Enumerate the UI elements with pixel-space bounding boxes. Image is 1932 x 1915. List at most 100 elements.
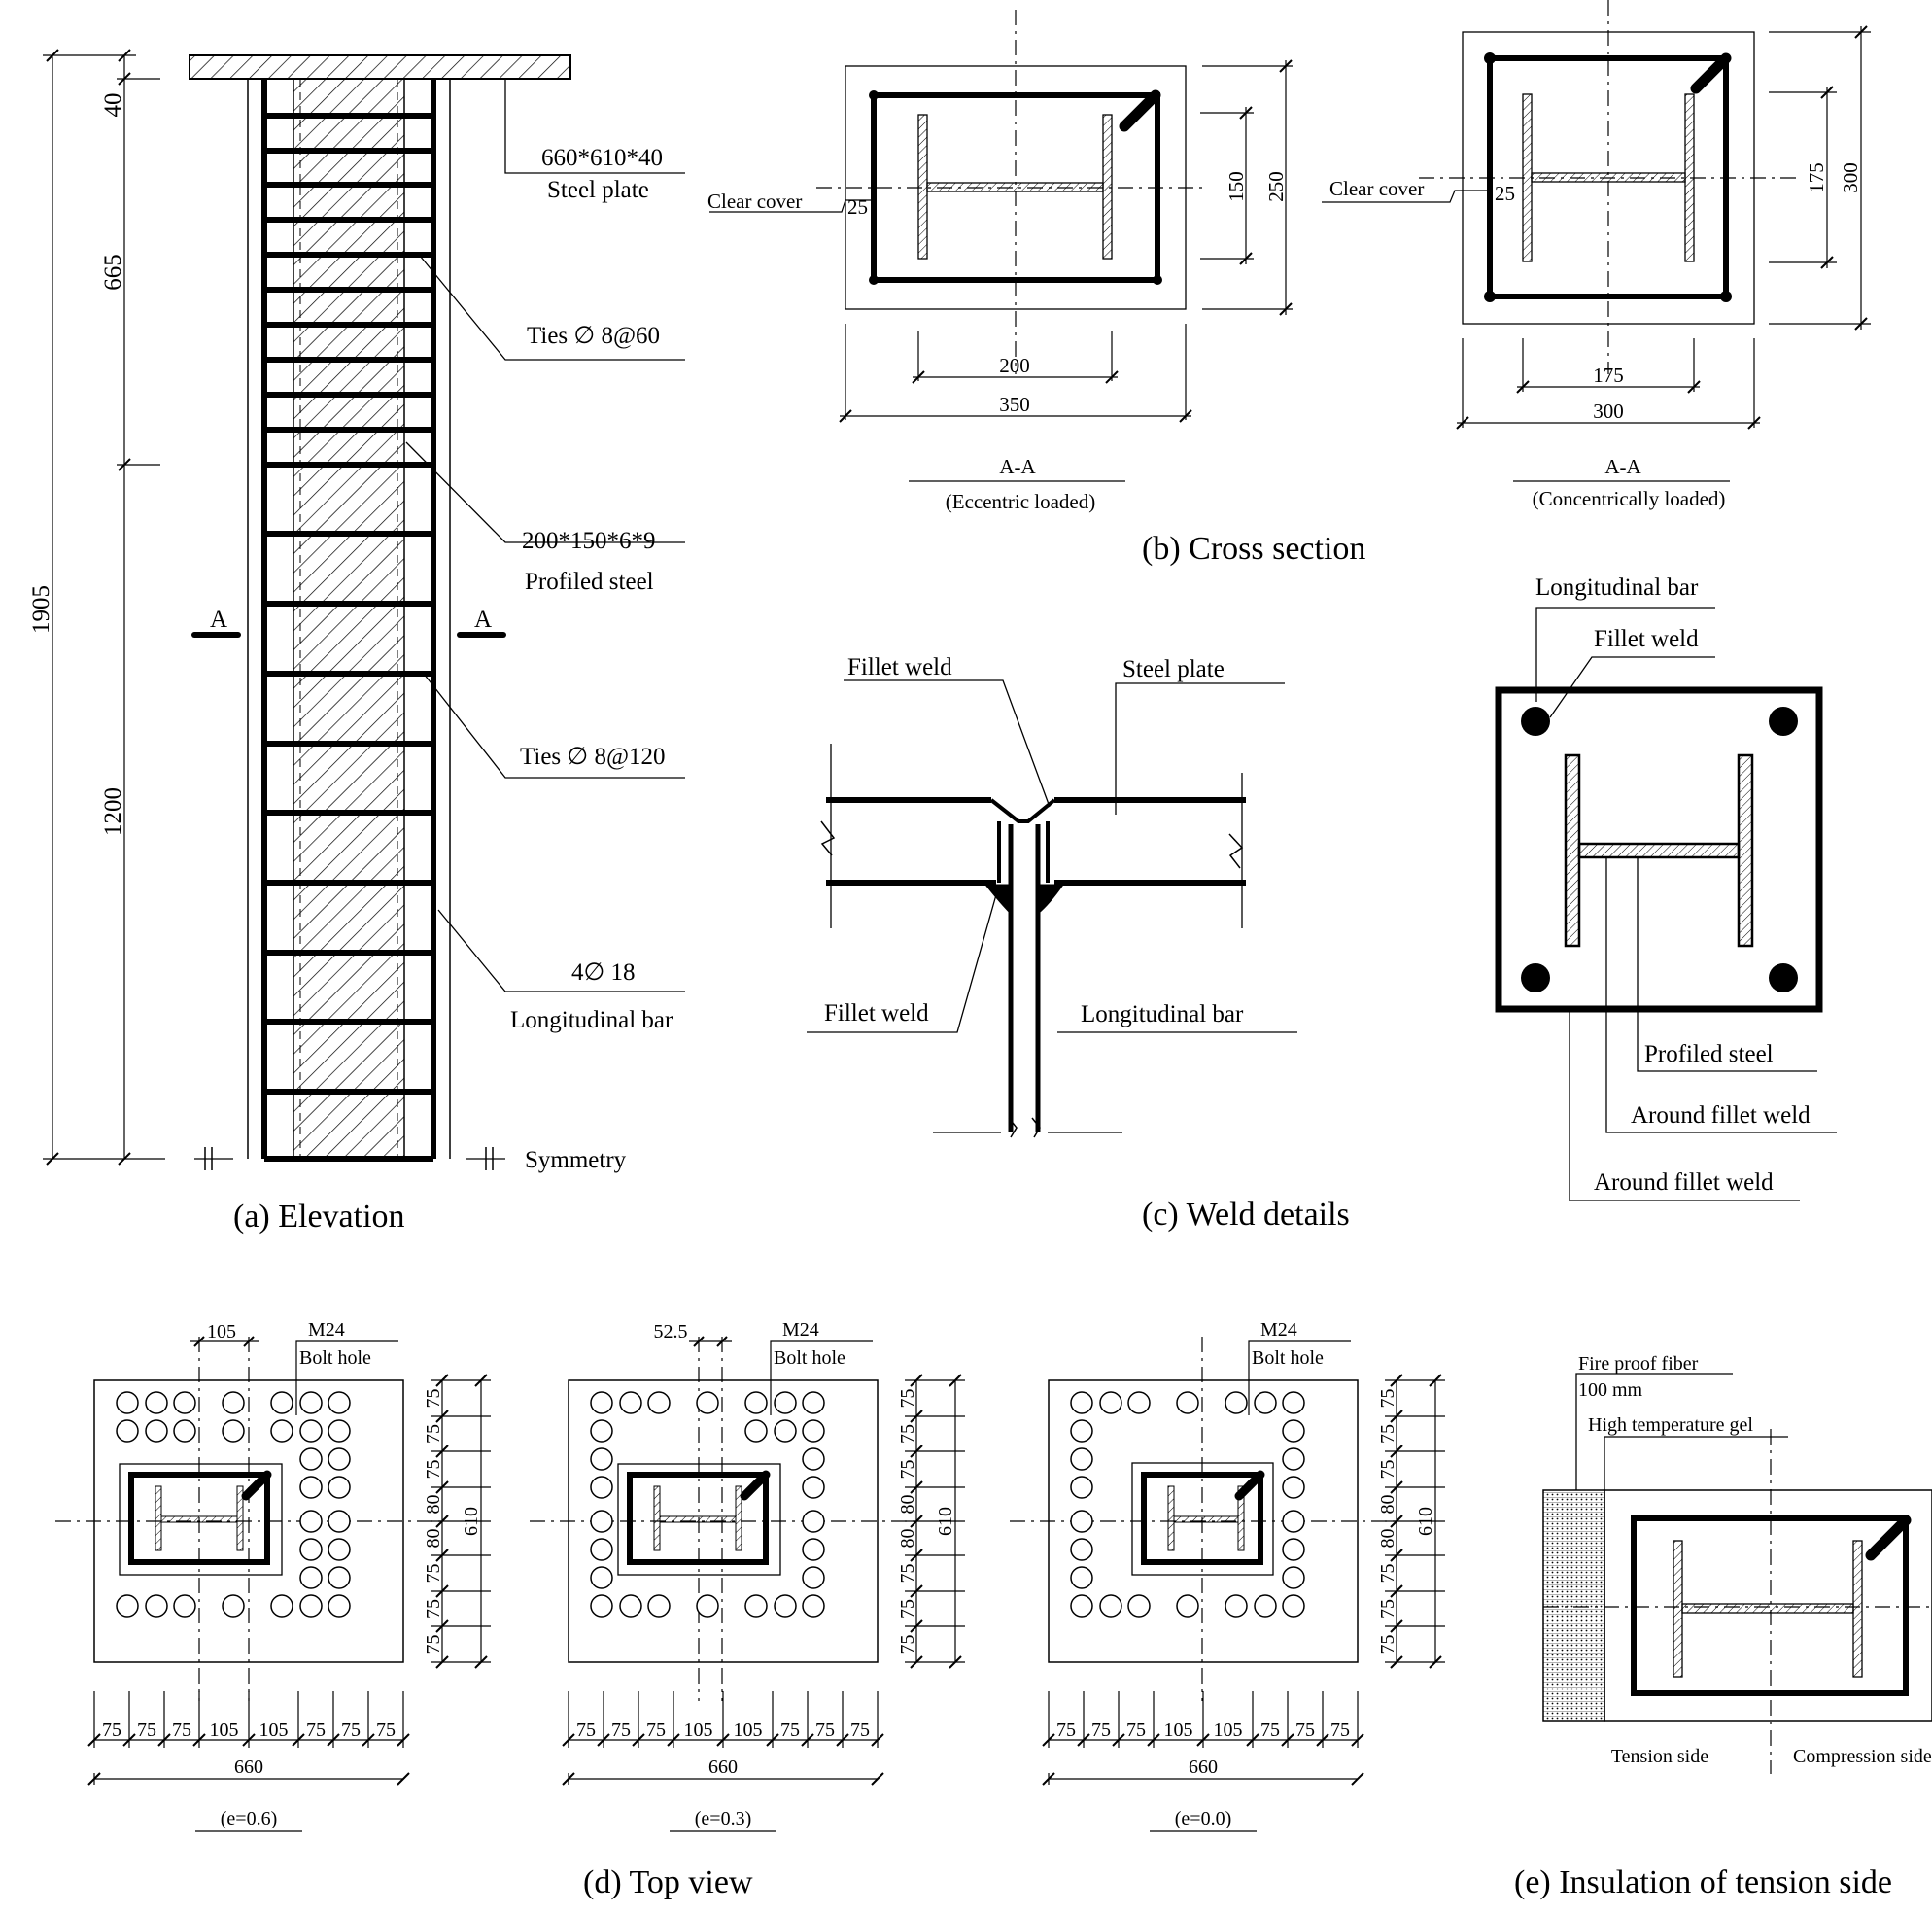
v-dim: 80 <box>423 1529 444 1549</box>
fillet-weld-bottom-label: Fillet weld <box>824 1000 929 1027</box>
bolt-hole <box>619 1594 642 1618</box>
v-dim: 75 <box>897 1460 918 1480</box>
bolt-hole <box>116 1391 139 1414</box>
gel-label: High temperature gel <box>1588 1414 1753 1436</box>
caption-insulation: (e) Insulation of tension side <box>1514 1864 1892 1900</box>
h-dim: 75 <box>102 1720 121 1741</box>
dim-350: 350 <box>999 393 1030 416</box>
bolt-hole <box>1099 1391 1122 1414</box>
elevation-panel: 1905 40 665 1200 A A Symmetry 660*610*40… <box>28 49 685 1235</box>
bolt-hole <box>1282 1594 1305 1618</box>
bolt-hole <box>328 1447 351 1471</box>
section-eccentric: 250 150 200 350 Clear cover 25 A-A (Ecce… <box>707 10 1293 513</box>
bolt-hole <box>222 1594 245 1618</box>
v-dim-total: 610 <box>461 1507 482 1536</box>
bolt-hole <box>116 1419 139 1443</box>
bolt-hole <box>1070 1510 1093 1533</box>
bar-welds <box>1521 707 1798 992</box>
bolt-hole <box>1070 1594 1093 1618</box>
section-title-con: A-A <box>1604 455 1641 478</box>
bolt-hole <box>222 1419 245 1443</box>
bolt-hole <box>744 1419 768 1443</box>
eccentricity-label: (e=0.0) <box>1175 1808 1231 1829</box>
caption-cross-section: (b) Cross section <box>1142 531 1365 567</box>
bolt-hole <box>1070 1476 1093 1499</box>
v-dim: 75 <box>897 1564 918 1584</box>
r-longitudinal-bar-label: Longitudinal bar <box>1535 574 1699 601</box>
offset-dim: 52.5 <box>654 1321 688 1342</box>
bolt-hole <box>1176 1594 1199 1618</box>
caption-elevation: (a) Elevation <box>233 1199 405 1235</box>
r-profiled-steel-label: Profiled steel <box>1644 1041 1774 1067</box>
cover-25-2: 25 <box>1495 182 1515 205</box>
v-dim: 75 <box>423 1635 444 1654</box>
dim-665: 665 <box>100 254 126 291</box>
bolt-hole <box>270 1391 293 1414</box>
weld-details-panel: Fillet weld Steel plate Fillet weld Long… <box>807 574 1837 1233</box>
h-dim: 75 <box>646 1720 666 1741</box>
bolt-hole <box>173 1391 196 1414</box>
v-dim: 80 <box>423 1495 444 1515</box>
h-dim: 75 <box>1091 1720 1111 1741</box>
v-dim: 75 <box>1377 1599 1398 1619</box>
v-dim: 80 <box>897 1529 918 1549</box>
bolt-hole <box>299 1419 323 1443</box>
bolt-hole <box>696 1594 719 1618</box>
r-fillet-weld-label: Fillet weld <box>1594 626 1699 652</box>
h-dim: 75 <box>172 1720 191 1741</box>
h-dim-total: 660 <box>234 1757 263 1778</box>
v-dim: 75 <box>1377 1564 1398 1584</box>
section-subtitle-con: (Concentrically loaded) <box>1533 487 1726 510</box>
top-steel-plate <box>189 54 571 80</box>
profiled-steel-web <box>293 78 405 1160</box>
bolt-hole <box>802 1594 825 1618</box>
cover-25: 25 <box>847 195 868 219</box>
bolt-hole <box>802 1538 825 1561</box>
section-mark-left: A <box>210 607 227 633</box>
clear-cover-label: Clear cover <box>707 190 802 213</box>
bolt-hole <box>1070 1447 1093 1471</box>
bolt-hole <box>328 1566 351 1589</box>
bolt-hole <box>1070 1538 1093 1561</box>
bolt-hole <box>1254 1391 1277 1414</box>
profiled-steel-label-2: Profiled steel <box>525 569 654 595</box>
v-dim: 75 <box>897 1635 918 1654</box>
bolt-hole-label: Bolt hole <box>1252 1347 1324 1369</box>
bolt-hole <box>1282 1566 1305 1589</box>
bolt-hole <box>619 1391 642 1414</box>
h-dim: 75 <box>376 1720 396 1741</box>
bolt-hole <box>1070 1566 1093 1589</box>
v-dim: 75 <box>1377 1635 1398 1654</box>
bolt-hole <box>1282 1447 1305 1471</box>
v-dim: 80 <box>897 1495 918 1515</box>
h-dim-total: 660 <box>708 1757 738 1778</box>
bolt-hole <box>774 1419 797 1443</box>
h-dim: 75 <box>850 1720 870 1741</box>
h-dim: 75 <box>137 1720 156 1741</box>
h-dim: 75 <box>780 1720 800 1741</box>
h-dim: 75 <box>576 1720 596 1741</box>
bolt-hole <box>145 1419 168 1443</box>
fire-fiber-label: Fire proof fiber <box>1578 1353 1699 1375</box>
bolt-hole <box>328 1419 351 1443</box>
bolt-hole <box>744 1391 768 1414</box>
ties-top-label: Ties ∅ 8@60 <box>527 323 660 349</box>
bolt-hole <box>802 1476 825 1499</box>
bolt-hole <box>328 1476 351 1499</box>
section-mark-right: A <box>474 607 492 633</box>
v-dim: 75 <box>897 1424 918 1444</box>
bolt-hole <box>1070 1391 1093 1414</box>
bolt-hole <box>1225 1391 1248 1414</box>
bolt-hole <box>1225 1594 1248 1618</box>
v-dim: 75 <box>423 1460 444 1480</box>
h-dim: 75 <box>611 1720 631 1741</box>
h-dim: 75 <box>1295 1720 1315 1741</box>
bolt-hole <box>1099 1594 1122 1618</box>
h-dim: 105 <box>734 1720 763 1741</box>
h-dim-total: 660 <box>1189 1757 1218 1778</box>
bolt-hole-label: Bolt hole <box>299 1347 371 1369</box>
